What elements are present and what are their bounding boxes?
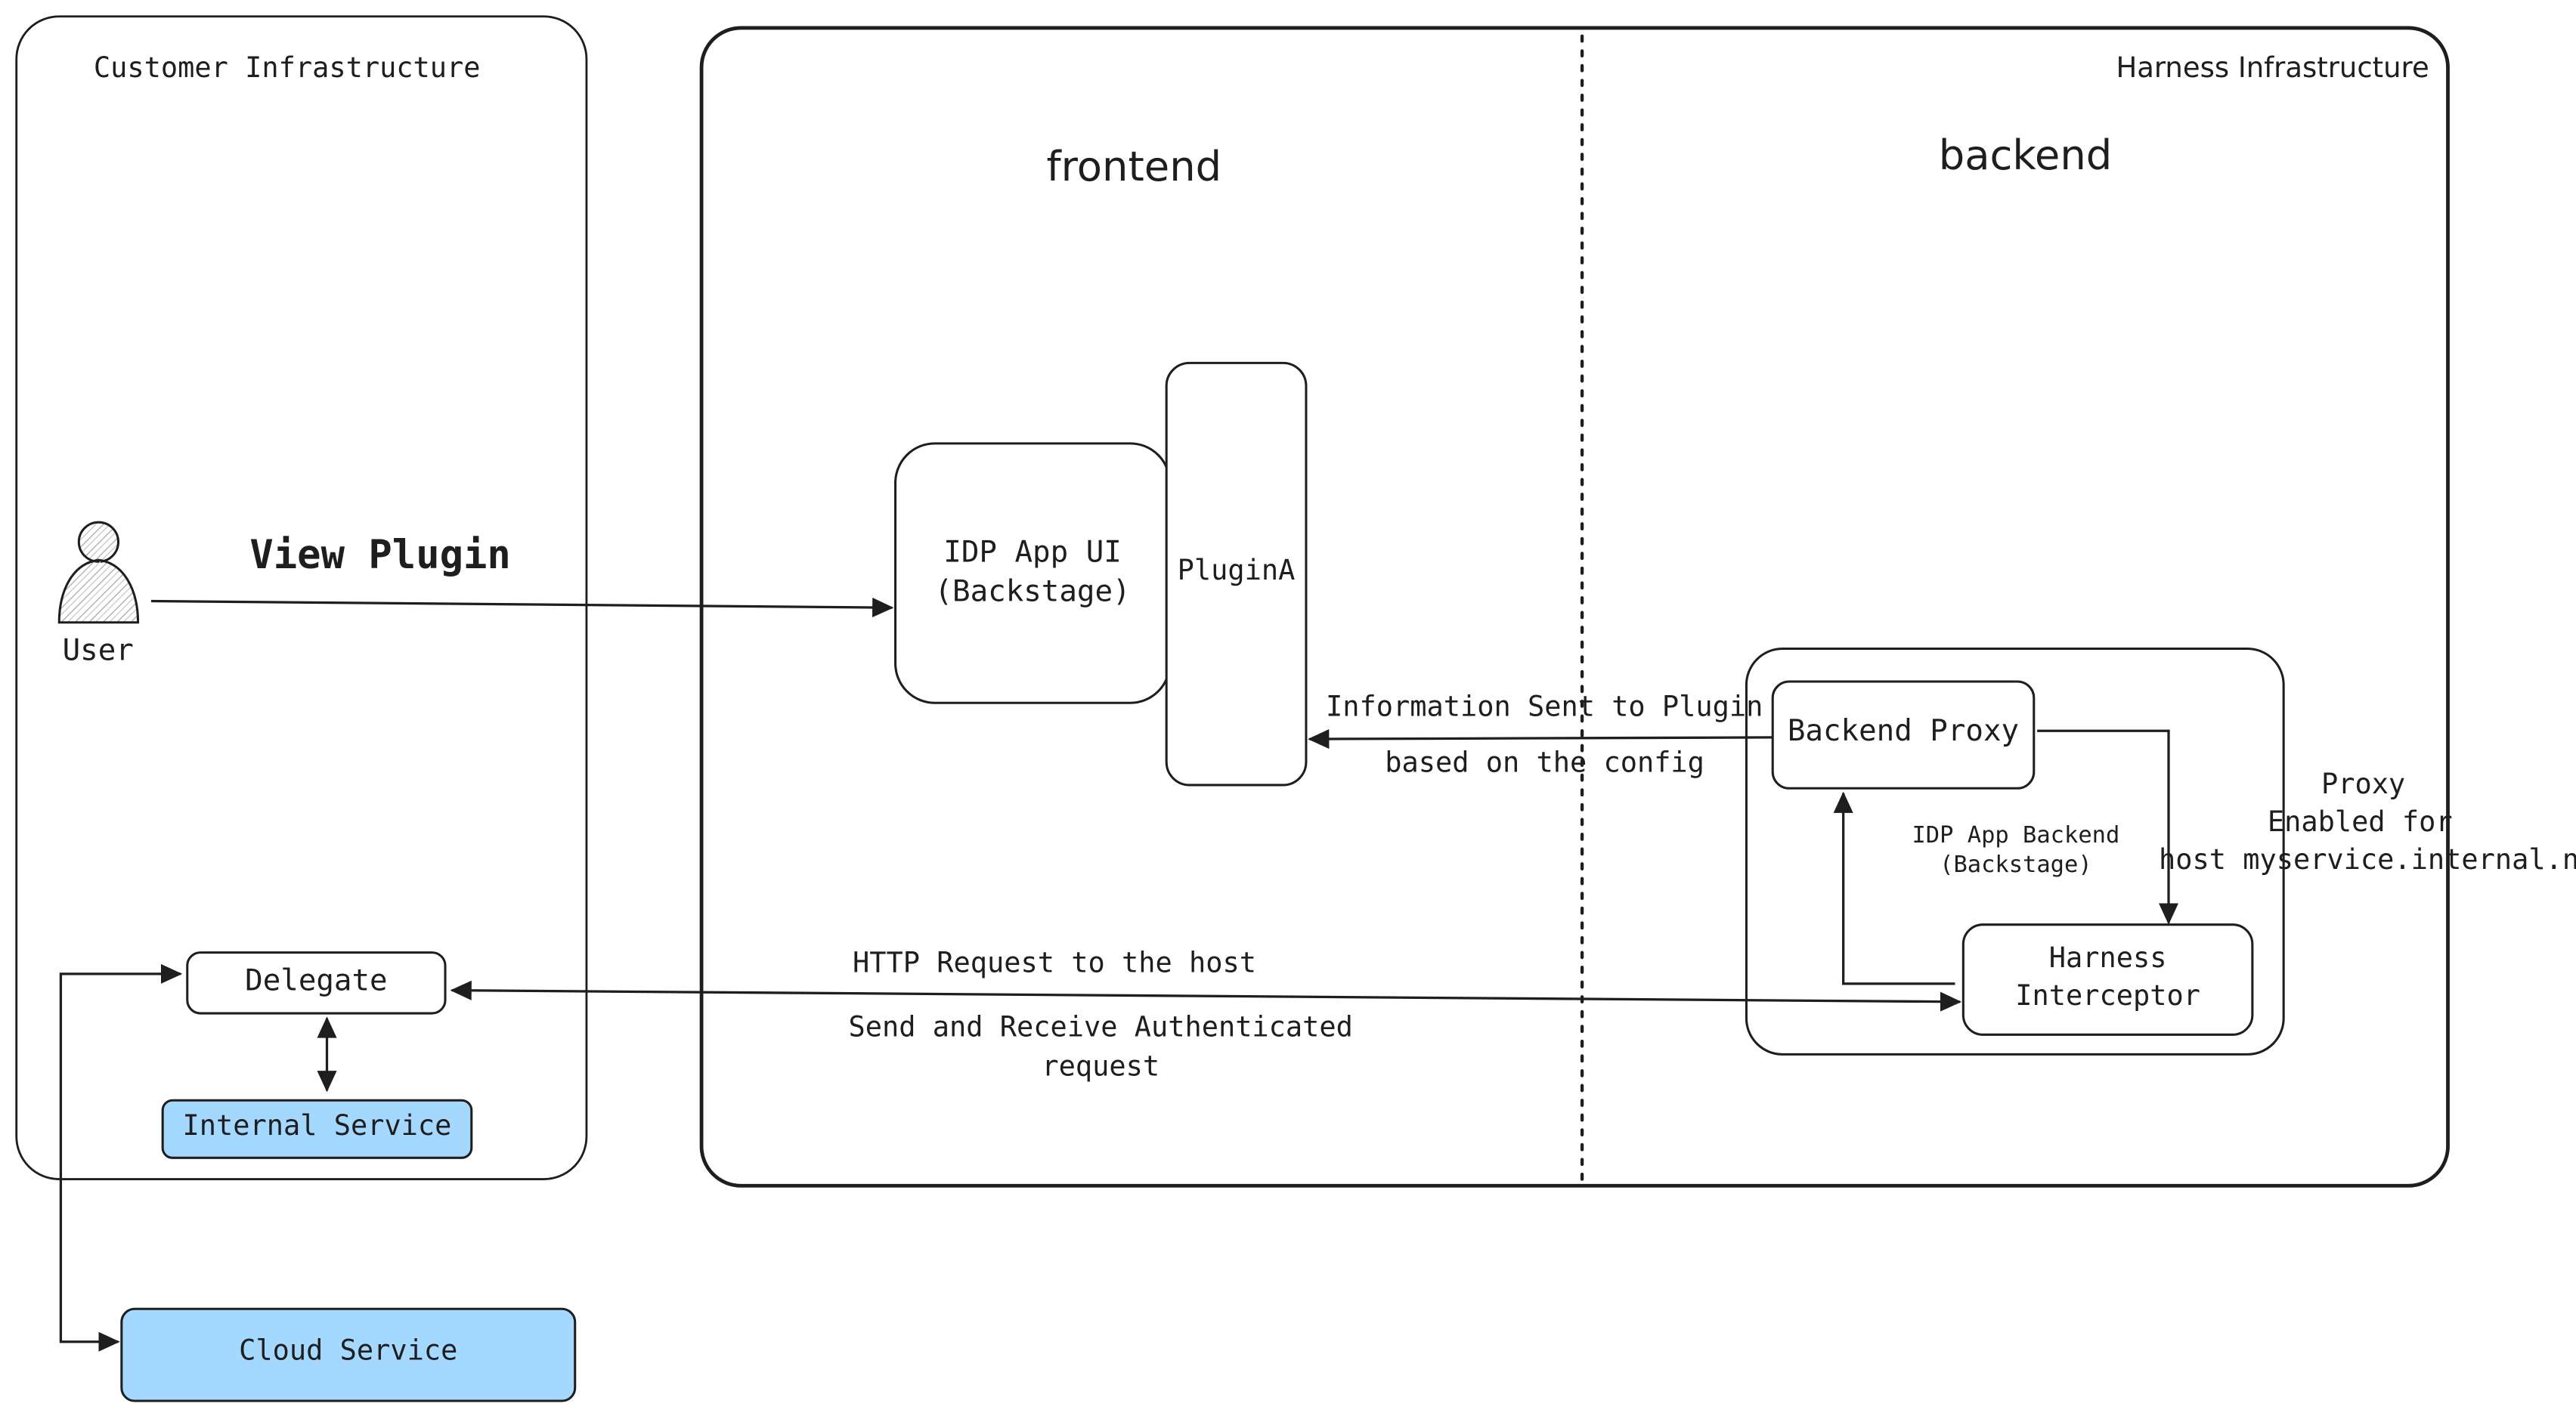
idp-app-backend-line2: (Backstage) <box>1940 852 2092 879</box>
proxy-enabled-line1: Proxy <box>2321 768 2406 802</box>
frontend-heading: frontend <box>1046 143 1222 191</box>
view-plugin-label: View Plugin <box>249 532 511 579</box>
harness-interceptor-line2: Interceptor <box>2015 980 2200 1014</box>
send-receive-label: Send and Receive Authenticated request <box>846 1009 1355 1087</box>
delegate-label: Delegate <box>245 963 388 999</box>
cloud-service-label: Cloud Service <box>239 1335 458 1368</box>
harness-interceptor-label: Harness Interceptor <box>1963 941 2252 1016</box>
harness-interceptor-line1: Harness <box>2048 942 2167 976</box>
user-label: User <box>62 633 134 669</box>
backend-heading: backend <box>1938 131 2113 179</box>
harness-interceptor-box[interactable] <box>1961 923 2254 1036</box>
info-sent-label-line1: Information Sent to Plugin <box>1326 691 1763 725</box>
plugin-box[interactable] <box>1165 361 1308 787</box>
proxy-enabled-line2: Enabled for <box>2267 806 2453 839</box>
idp-app-backend-box <box>1745 648 2285 1056</box>
proxy-enabled-label: Proxy Enabled for host myservice.interna… <box>2158 767 2576 880</box>
send-receive-line1: Send and Receive Authenticated <box>848 1011 1353 1045</box>
idp-app-backend-label: IDP App Backend (Backstage) <box>1893 821 2139 880</box>
proxy-to-interceptor-arrow <box>2037 729 2179 925</box>
plugin-label: PluginA <box>1177 555 1296 589</box>
delegate-interceptor-arrow <box>450 980 1962 1012</box>
send-receive-line2: request <box>1042 1051 1160 1084</box>
proxy-enabled-line3: host myservice.internal.net <box>2158 844 2576 877</box>
internal-service-label: Internal Service <box>182 1110 452 1143</box>
user-icon <box>57 521 140 624</box>
idp-app-backend-line1: IDP App Backend <box>1912 822 2120 849</box>
info-to-plugin-arrow <box>1308 728 1773 750</box>
customer-infrastructure-box <box>15 15 588 1180</box>
backend-proxy-label: Backend Proxy <box>1787 714 2020 750</box>
http-request-label: HTTP Request to the host <box>853 948 1256 981</box>
idp-app-ui-line1: IDP App UI <box>943 535 1122 570</box>
backend-proxy-box[interactable] <box>1771 680 2036 790</box>
idp-app-ui-line2: (Backstage) <box>934 574 1131 610</box>
harness-infrastructure-title: Harness Infrastructure <box>2116 52 2429 86</box>
delegate-cloud-service-arrow <box>59 963 183 1352</box>
info-sent-label-line2: based on the config <box>1385 747 1704 781</box>
idp-app-ui-label: IDP App UI (Backstage) <box>896 533 1170 612</box>
customer-infrastructure-title: Customer Infrastructure <box>93 52 481 86</box>
delegate-box[interactable] <box>186 951 447 1015</box>
cloud-service-box[interactable] <box>120 1307 577 1402</box>
view-plugin-arrow <box>150 597 894 618</box>
